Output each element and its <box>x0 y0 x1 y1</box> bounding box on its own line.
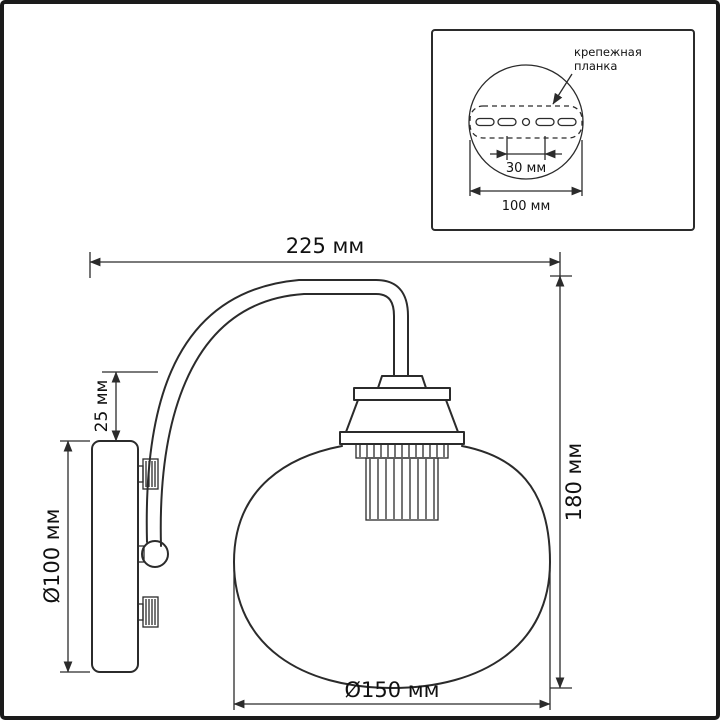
dim-offset-label: 25 мм <box>92 380 112 433</box>
callout-label-line1: крепежная <box>574 45 642 59</box>
dim-plate-width-label: 100 мм <box>502 199 551 214</box>
curved-arm <box>145 279 409 547</box>
lamp-socket <box>339 375 465 521</box>
dim-shade-diameter-label: Ø150 мм <box>345 678 440 702</box>
slot <box>497 117 517 127</box>
adjustment-knob-bottom <box>137 596 159 628</box>
inset-border <box>431 29 695 231</box>
ball-joint <box>141 540 169 568</box>
dim-plate-diameter-label: Ø100 мм <box>40 509 64 604</box>
dim-height-label: 180 мм <box>562 443 586 521</box>
dim-offset: 25 мм <box>92 371 158 442</box>
callout-leader-line <box>552 73 573 105</box>
dim-shade-diameter: Ø150 мм <box>233 570 551 710</box>
wall-plate <box>91 440 139 673</box>
mounting-slots <box>469 105 583 139</box>
dim-plate-diameter: Ø100 мм <box>40 440 90 673</box>
dim-width: 225 мм <box>89 234 561 278</box>
slot <box>557 117 577 127</box>
callout: крепежная планка <box>552 45 642 105</box>
slot <box>475 117 495 127</box>
dim-slot-spacing: 30 мм <box>490 136 562 176</box>
callout-label-line2: планка <box>574 59 617 73</box>
slot <box>535 117 555 127</box>
inset-panel: крепежная планка 30 мм 100 мм <box>431 29 695 231</box>
dim-width-label: 225 мм <box>286 234 364 258</box>
dim-slot-spacing-label: 30 мм <box>506 161 546 176</box>
glass-shade <box>233 445 551 689</box>
ball-neck <box>137 545 145 563</box>
dim-height: 180 мм <box>550 275 586 689</box>
wall-lamp <box>91 279 551 689</box>
mounting-plate-outline <box>469 105 583 139</box>
inset-plate-circle <box>468 64 584 180</box>
dim-plate-width: 100 мм <box>469 140 583 214</box>
center-hole <box>521 117 531 127</box>
drawing-canvas: крепежная планка 30 мм 100 мм <box>40 29 695 710</box>
